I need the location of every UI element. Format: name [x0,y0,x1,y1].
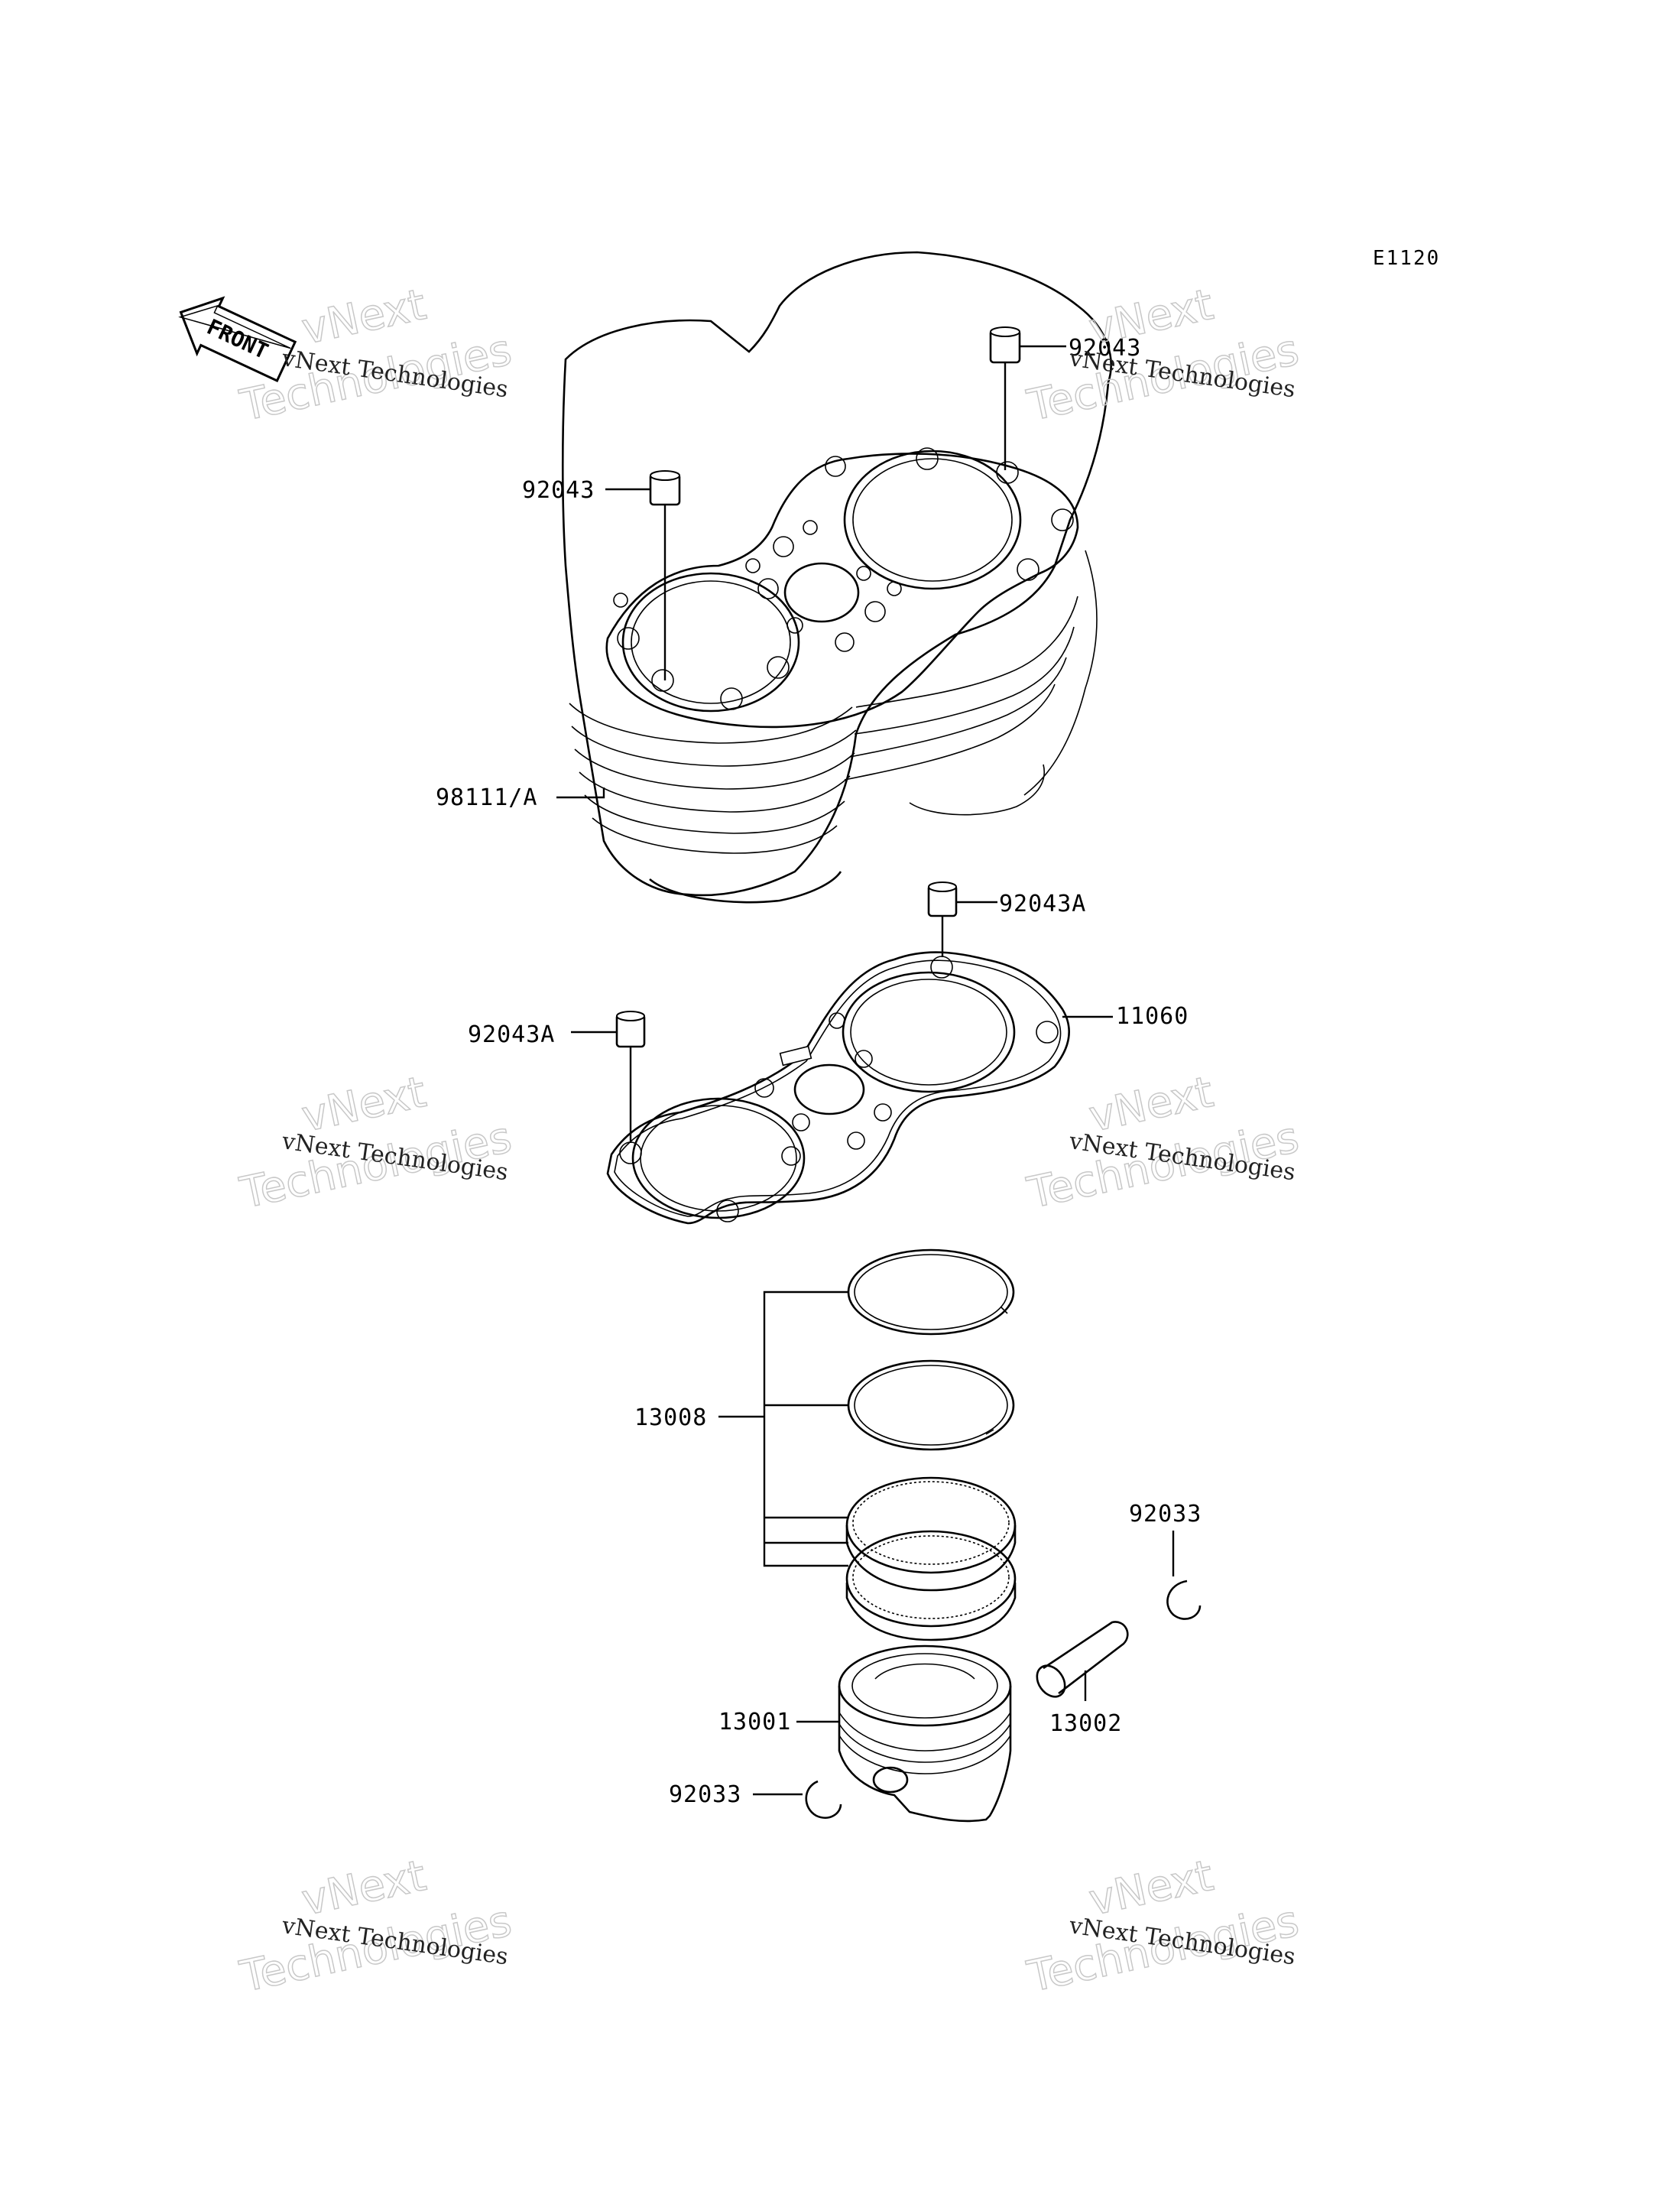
svg-text:vNext: vNext [297,1851,430,1926]
callout-piston-pin: 13002 [1049,1710,1122,1737]
piston-pin [1036,1621,1129,1701]
watermark-mid-right: vNext Technologies vNext Technologies [1023,1067,1304,1219]
diagram-code: E1120 [1373,247,1440,270]
callout-dowel-gasket-left: 92043A [468,1021,555,1048]
circlip-left [753,1780,842,1820]
circlip-right [1166,1531,1202,1620]
svg-text:vNext: vNext [1085,1851,1218,1926]
cylinder-block [561,251,1112,904]
callout-gasket: 11060 [1116,1003,1189,1030]
callout-dowel-top-right: 92043 [1069,335,1141,362]
callout-dowel-top-left: 92043 [522,477,595,504]
callout-dowel-gasket-top: 92043A [999,891,1086,917]
callout-circlip-left: 92033 [669,1781,741,1808]
dowel-pin-gasket-top [927,881,997,957]
watermark-bottom-left: vNext Technologies vNext Technologies [235,1850,517,2002]
leader-cylinder [556,787,605,799]
piston-ring-top [847,1248,1015,1336]
piston [838,1644,1012,1823]
piston-ring-oil [845,1476,1017,1641]
svg-text:vNext: vNext [297,280,430,355]
svg-text:vNext: vNext [1085,1067,1218,1142]
callout-circlip-right: 92033 [1129,1501,1202,1528]
leader-ring-set [718,1291,848,1567]
dowel-pin-right [989,326,1066,470]
callout-piston: 13001 [718,1709,791,1735]
svg-text:vNext: vNext [1085,280,1218,355]
cylinder-head-gasket [606,951,1071,1225]
svg-text:vNext: vNext [297,1067,430,1142]
watermark-mid-left: vNext Technologies vNext Technologies [235,1067,517,1219]
dowel-pin-gasket-left [571,1011,646,1143]
callout-cylinder: 98111/A [436,784,537,811]
watermark-top-right: vNext Technologies vNext Technologies [1023,279,1304,431]
dowel-pin-left [649,470,681,680]
callout-ring-set: 13008 [634,1404,707,1431]
watermark-bottom-right: vNext Technologies vNext Technologies [1023,1850,1304,2002]
piston-ring-second [847,1359,1015,1451]
